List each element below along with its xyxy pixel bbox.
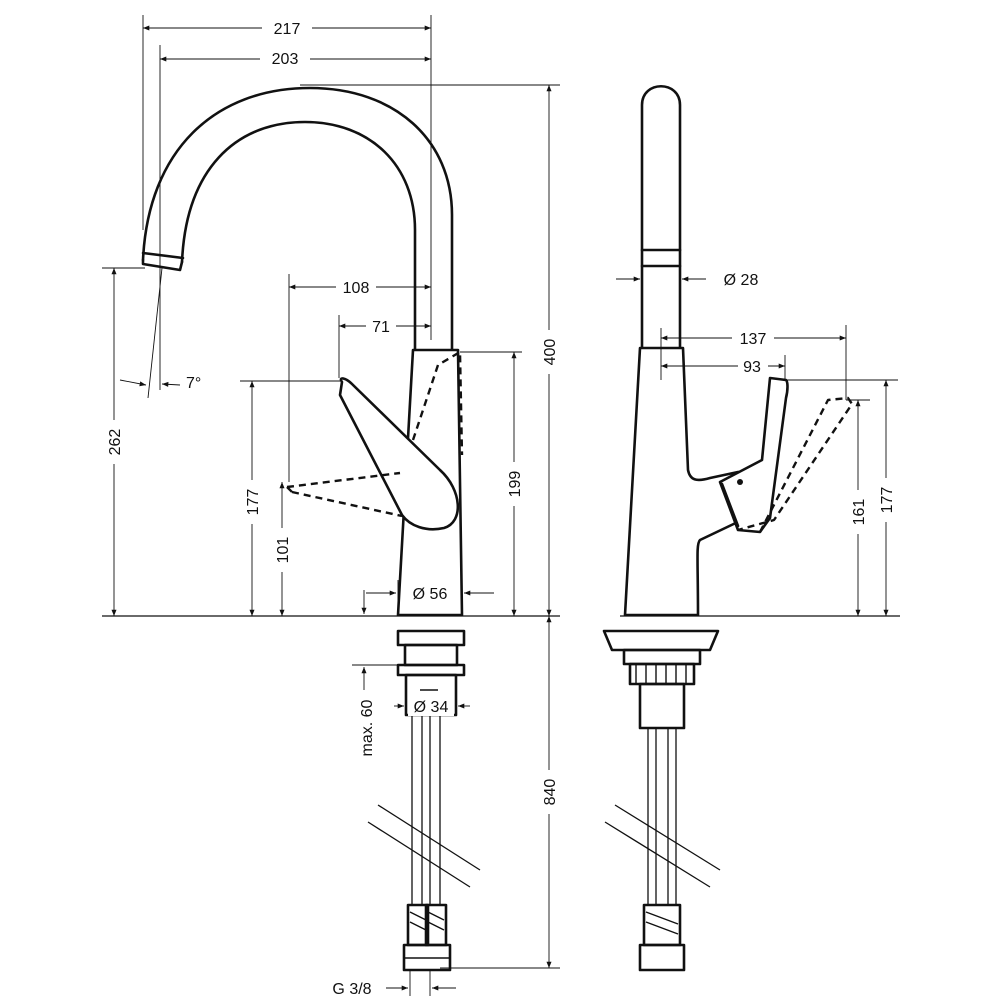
lever-open xyxy=(286,471,403,518)
dim-spout-angle: 7° xyxy=(186,375,201,392)
dim-lever-height-front: 161 xyxy=(851,499,868,526)
spout-outer xyxy=(141,86,454,354)
lever-closed-front xyxy=(718,376,789,534)
dim-base-diameter: Ø 56 xyxy=(413,586,448,603)
dim-outlet-height: 262 xyxy=(107,429,124,456)
dim-lever-pivot: 71 xyxy=(372,319,390,336)
spout-outlet xyxy=(141,258,184,272)
side-view: 217 203 400 262 7° 108 71 xyxy=(102,15,560,998)
dim-spout-diameter: Ø 28 xyxy=(724,272,759,289)
front-view: Ø 28 137 93 161 177 xyxy=(602,84,900,972)
break-line-2 xyxy=(367,821,471,888)
spout-front xyxy=(640,84,682,350)
dim-hose-connection: G 3/8 xyxy=(332,981,371,998)
dim-body-height: 199 xyxy=(507,471,524,498)
dim-shank-diameter: Ø 34 xyxy=(414,699,449,716)
dim-lever-reach-open: 137 xyxy=(740,331,767,348)
dim-lever-open-height: 101 xyxy=(275,537,292,564)
dim-hose-length: 840 xyxy=(542,779,559,806)
spout-outlet-ring xyxy=(141,251,185,260)
break-line xyxy=(377,804,481,871)
dim-total-height: 400 xyxy=(542,339,559,366)
mounting-shank-front xyxy=(602,629,720,972)
dim-max-countertop: max. 60 xyxy=(359,699,376,756)
lever-swing xyxy=(411,350,464,456)
lever-open-front xyxy=(737,396,854,533)
mounting-shank xyxy=(396,629,466,972)
dim-overall-reach: 217 xyxy=(274,21,301,38)
dim-spout-reach: 203 xyxy=(272,51,299,68)
dim-lever-height: 177 xyxy=(245,489,262,516)
dim-lever-axis: 108 xyxy=(343,280,370,297)
spout-inner xyxy=(180,120,417,354)
dim-lever-height-front-total: 177 xyxy=(879,487,896,514)
dim-lever-reach-closed: 93 xyxy=(743,359,761,376)
lever-closed xyxy=(338,377,460,531)
